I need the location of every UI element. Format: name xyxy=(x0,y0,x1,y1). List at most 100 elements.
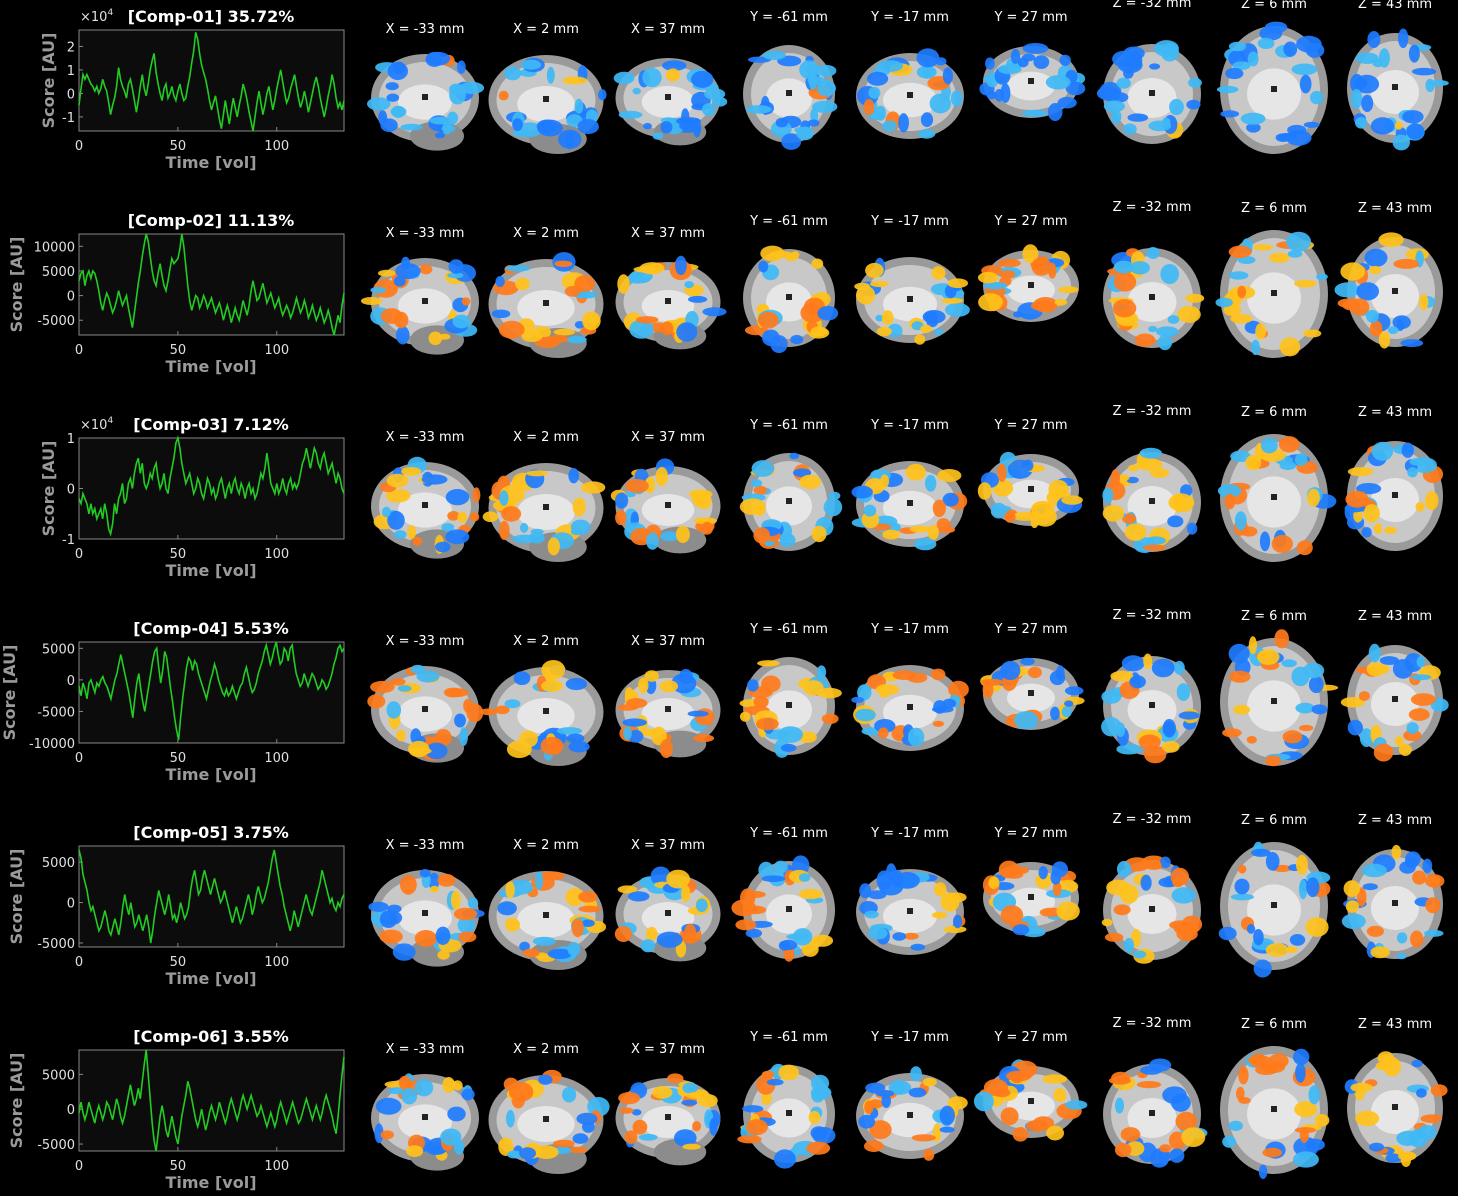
y-tick-label: 0 xyxy=(67,1103,75,1118)
plot-area xyxy=(78,437,345,540)
y-axis-label: Score [AU] xyxy=(39,441,58,537)
slice-label: Z = 43 mm xyxy=(1358,201,1432,216)
x-tick-label: 50 xyxy=(170,1159,187,1174)
slice-label: X = 37 mm xyxy=(631,22,705,37)
slice-label: Z = -32 mm xyxy=(1113,404,1192,419)
y-tick-label: -5000 xyxy=(37,705,75,720)
plot-area xyxy=(78,233,345,336)
x-axis-label: Time [vol] xyxy=(165,153,256,172)
y-axis-label: Score [AU] xyxy=(7,849,26,945)
x-tick-label: 100 xyxy=(264,343,289,358)
y-tick-label: 0 xyxy=(67,290,75,305)
plot-area xyxy=(78,29,345,132)
slice-label: X = 2 mm xyxy=(513,838,579,853)
x-tick-label: 100 xyxy=(264,955,289,970)
slice-label: X = 37 mm xyxy=(631,226,705,241)
brain-slice-image xyxy=(371,456,481,559)
slice-label: Y = -61 mm xyxy=(749,418,828,433)
x-tick-label: 0 xyxy=(75,343,83,358)
brain-slice-image xyxy=(1220,629,1339,767)
brain-slice-image xyxy=(1103,1058,1208,1168)
slice-label: Y = -61 mm xyxy=(749,1030,828,1045)
y-tick-label: -5000 xyxy=(37,314,75,329)
slice-label: Y = 27 mm xyxy=(993,1030,1067,1045)
slice-label: X = 37 mm xyxy=(631,838,705,853)
brain-slice-image xyxy=(368,869,485,967)
slice-label: Y = -17 mm xyxy=(870,826,949,841)
plot-area xyxy=(78,641,345,744)
y-tick-label: 0 xyxy=(67,483,75,498)
y-tick-label: 0 xyxy=(67,897,75,912)
slice-label: Z = -32 mm xyxy=(1113,812,1192,827)
slice-label: Z = 43 mm xyxy=(1358,813,1432,828)
slice-label: Z = 6 mm xyxy=(1241,1017,1307,1032)
y-tick-label: 10000 xyxy=(34,240,75,255)
brain-slice-image xyxy=(1218,841,1331,978)
slice-label: Z = -32 mm xyxy=(1113,200,1192,215)
slice-label: X = -33 mm xyxy=(386,838,465,853)
slice-label: X = 2 mm xyxy=(513,22,579,37)
brain-slice-image xyxy=(856,1066,968,1161)
y-tick-label: 5000 xyxy=(42,642,75,657)
slice-label: Y = -61 mm xyxy=(749,10,828,25)
brain-slice-image xyxy=(367,51,485,151)
slice-label: X = 37 mm xyxy=(631,1042,705,1057)
slice-label: X = -33 mm xyxy=(386,22,465,37)
y-tick-label: 0 xyxy=(67,87,75,102)
brain-slice-image xyxy=(1101,855,1203,964)
plot-area xyxy=(78,1049,345,1152)
brain-slice-image xyxy=(1220,1046,1330,1180)
x-tick-label: 50 xyxy=(170,139,187,154)
series-line xyxy=(78,233,345,336)
component-title: [Comp-05] 3.75% xyxy=(133,823,288,842)
slice-label: Z = -32 mm xyxy=(1113,0,1192,11)
slice-label: Z = 43 mm xyxy=(1358,0,1432,12)
brain-slice-image xyxy=(371,1073,479,1171)
brain-slice-image xyxy=(479,660,604,766)
y-tick-label: -10000 xyxy=(29,737,75,752)
slice-label: Y = 27 mm xyxy=(993,622,1067,637)
brain-slice-image xyxy=(613,58,728,146)
brain-slice-image xyxy=(614,866,721,962)
brain-slice-image xyxy=(980,657,1085,730)
brain-slice-image xyxy=(979,43,1086,121)
slice-label: X = 2 mm xyxy=(513,226,579,241)
y-exponent-label: ×104 xyxy=(80,416,113,433)
slice-label: Z = 6 mm xyxy=(1241,201,1307,216)
slice-label: X = 37 mm xyxy=(631,634,705,649)
brain-slice-image xyxy=(488,1069,610,1174)
brain-slice-image xyxy=(1334,232,1443,349)
x-axis-label: Time [vol] xyxy=(165,765,256,784)
slice-label: X = -33 mm xyxy=(386,226,465,241)
slice-label: Y = -17 mm xyxy=(870,1030,949,1045)
y-axis-label: Score [AU] xyxy=(0,645,19,741)
series-line xyxy=(78,32,345,132)
brain-slice-image xyxy=(731,855,835,962)
brain-slice-image xyxy=(1217,434,1337,562)
brain-slice-image xyxy=(982,860,1080,938)
series-line xyxy=(78,1049,345,1152)
x-tick-label: 0 xyxy=(75,139,83,154)
slice-label: Y = -17 mm xyxy=(870,214,949,229)
brain-slice-image xyxy=(367,664,484,763)
slice-label: X = 2 mm xyxy=(513,430,579,445)
brain-slice-image xyxy=(1101,653,1201,764)
slice-label: Z = 6 mm xyxy=(1241,0,1307,12)
x-tick-label: 50 xyxy=(170,751,187,766)
slice-label: Y = -61 mm xyxy=(749,214,828,229)
x-tick-label: 50 xyxy=(170,547,187,562)
slice-label: Y = -61 mm xyxy=(749,622,828,637)
y-axis-label: Score [AU] xyxy=(39,33,58,129)
brain-slice-image xyxy=(737,1063,836,1169)
plot-area xyxy=(78,845,345,948)
component-title: [Comp-01] 35.72% xyxy=(128,7,295,26)
brain-slice-image xyxy=(977,451,1083,529)
brain-slice-image xyxy=(1340,643,1449,762)
series-line xyxy=(78,641,345,740)
brain-slice-image xyxy=(851,665,969,751)
